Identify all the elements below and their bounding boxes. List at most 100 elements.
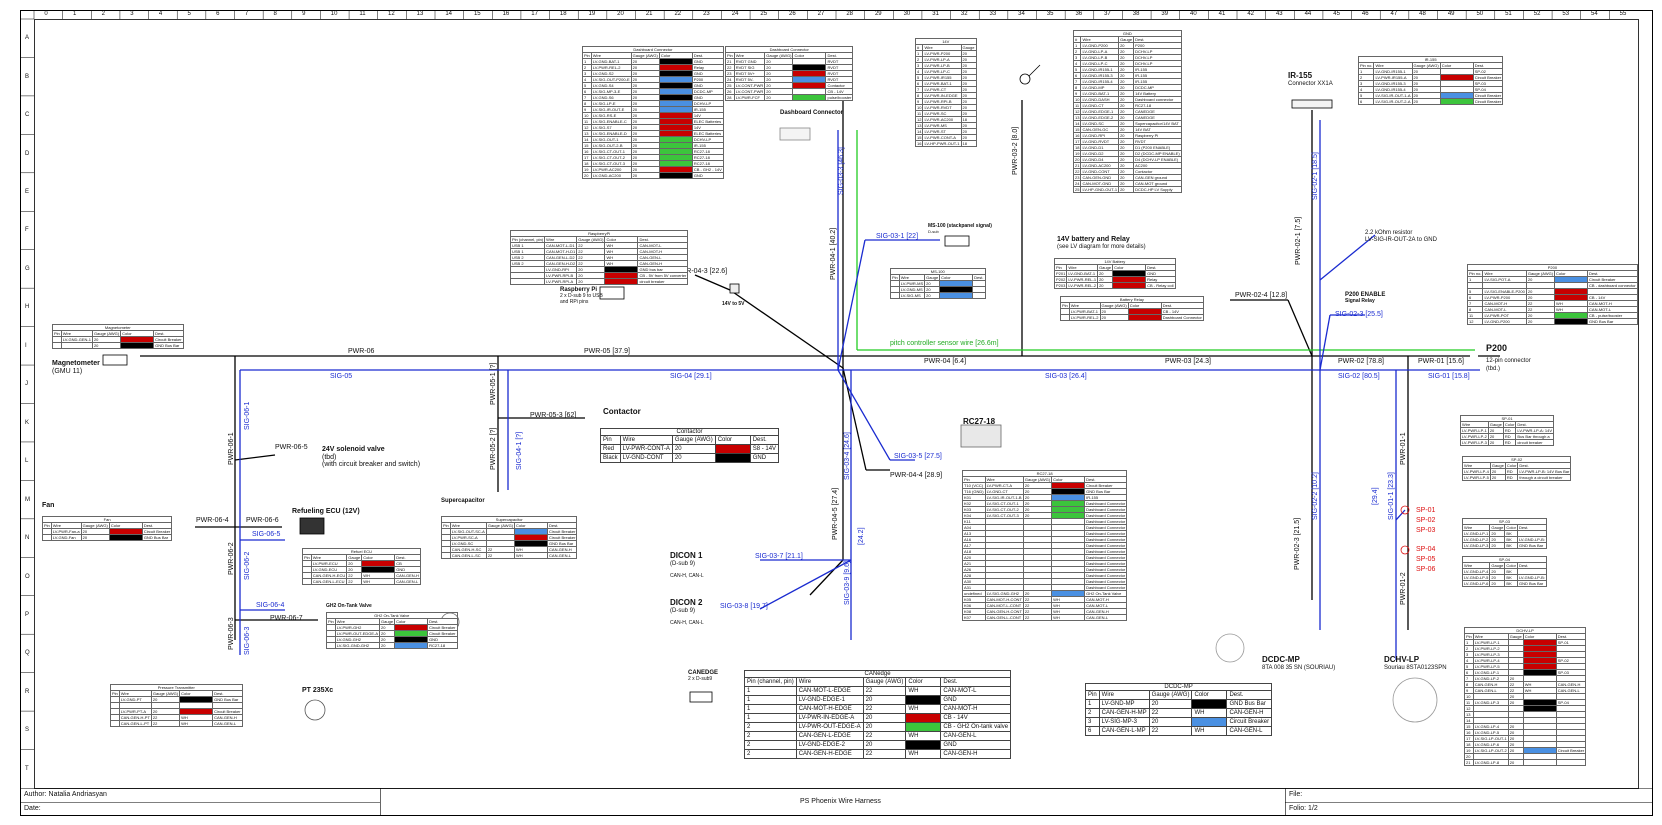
- wire-pwr066: PWR-06-6: [246, 517, 279, 524]
- title-block: [20, 788, 1652, 815]
- wire-pwr041: PWR-04-1 [40.2]: [830, 227, 837, 280]
- table-cell: 6: [1085, 726, 1100, 736]
- wire-pwr045: PWR-04-5 [27.4]: [832, 487, 839, 540]
- table-cell: D4 (DCHV-LP ENABLE): [1133, 156, 1182, 163]
- wire-pwr061: PWR-06-1: [228, 432, 235, 465]
- table-caption: Battery Relay: [1060, 296, 1204, 302]
- column-label: 43: [1275, 11, 1283, 17]
- column-label: 14: [445, 11, 452, 17]
- canedge-name: CANEDGE: [688, 670, 719, 676]
- wire-sig034: SIG-03-4 [24.6]: [844, 432, 851, 480]
- dicon2-name: DICON 2: [670, 598, 703, 607]
- table-cell: 22: [1148, 726, 1193, 736]
- table-cell: Dashboard Connector: [1084, 506, 1128, 513]
- color-swatch: [905, 722, 942, 732]
- table-cell: LV-PWR-REL-1: [1066, 276, 1099, 283]
- column-label: 16: [502, 11, 510, 17]
- color-swatch: [108, 534, 143, 541]
- table-cell: WH: [361, 578, 396, 585]
- table-cell: LV-PWR-FCF: [733, 94, 766, 101]
- table-cell: LV-GND-LP-5: [1461, 574, 1491, 581]
- raspberry-sub2: and RPi pins: [560, 299, 589, 305]
- wire-pwr062: PWR-06-2: [228, 542, 235, 575]
- table-cell: CAN-MOT-L-D1: [544, 242, 578, 249]
- column-label: 52: [1533, 11, 1541, 17]
- table-cell: LV-CONT-PWR: [733, 88, 766, 95]
- column-label: 32: [960, 11, 968, 17]
- column-label: 3: [130, 11, 134, 17]
- row-label: H: [25, 304, 30, 311]
- table-cell: Circuit Breaker: [427, 624, 458, 631]
- column-label: 55: [1619, 11, 1627, 17]
- wire-sig05: SIG-05: [330, 373, 353, 380]
- table-cell: LV-CONT-PWR: [733, 82, 766, 89]
- column-label: 6: [216, 11, 220, 17]
- battery-name: 14V battery and Relay: [1057, 236, 1130, 243]
- table-cell: LV-SIG-GND-GH2: [334, 642, 381, 649]
- column-label: 8: [273, 11, 277, 17]
- table-cell: CAN-GEN-H: [940, 749, 1012, 759]
- color-swatch: [120, 342, 155, 349]
- row-label: N: [25, 535, 30, 542]
- table-cell: CAN-GEN-L-CONT: [984, 614, 1024, 621]
- table-header: Pin no.: [1357, 62, 1375, 69]
- table-header: Wire: [795, 677, 864, 687]
- table-cell: LV-GND-EDGE-2: [795, 740, 864, 750]
- table-cell: 20: [1525, 318, 1556, 325]
- column-label: 40: [1190, 11, 1197, 17]
- refuel-ecu-name: Refueling ECU (12V): [292, 508, 360, 515]
- table-cell: CB - dashboard connector: [1587, 282, 1638, 289]
- table-cell: LV-SIG-ENABLE-D: [590, 130, 632, 137]
- table-cell: LV-PWR-CONT-A: [619, 444, 673, 454]
- table-cell: Dashboard Connector: [1084, 518, 1128, 525]
- table-cell: LV-GND-LP-1: [1461, 530, 1491, 537]
- column-label: 31: [932, 11, 939, 17]
- table-cell: LV-GND-LP-6: [1461, 580, 1491, 587]
- table-header: Color: [714, 435, 751, 445]
- table-cell: CB - 14V: [940, 713, 1012, 723]
- table-header: Dest.: [749, 435, 780, 445]
- table-cell: 20: [924, 292, 941, 299]
- table-cell: CAN-GEN-L-MP: [1098, 726, 1150, 736]
- table-cell: LV-GND-AC200: [590, 172, 632, 179]
- row-label: L: [25, 458, 29, 465]
- row-label: C: [25, 112, 30, 119]
- table-caption: SP-03: [1462, 518, 1547, 524]
- table-cell: 20: [91, 342, 122, 349]
- color-swatch: [658, 172, 693, 179]
- color-swatch: [1127, 314, 1162, 321]
- table-cell: LV-PWR-REL-2: [1066, 282, 1099, 289]
- wire-sig037: SIG-03-7 [21.1]: [755, 553, 803, 560]
- column-label: 5: [187, 11, 191, 17]
- table-header: Pin: [600, 435, 621, 445]
- table-cell: Circuit Breaker: [547, 534, 578, 541]
- table-cell: CAN-GEN-H-EDGE: [795, 749, 864, 759]
- column-label: 9: [302, 11, 306, 17]
- column-label: 30: [903, 11, 911, 17]
- sp-label-4: SP-04: [1416, 546, 1436, 553]
- column-label: 10: [330, 11, 338, 17]
- wire-pwr011: PWR-01-1: [1400, 432, 1407, 465]
- wire-pwr032: PWR-03-2 [8.0]: [1012, 126, 1019, 175]
- table-cell: CAN-GEN-L-PT: [118, 720, 152, 727]
